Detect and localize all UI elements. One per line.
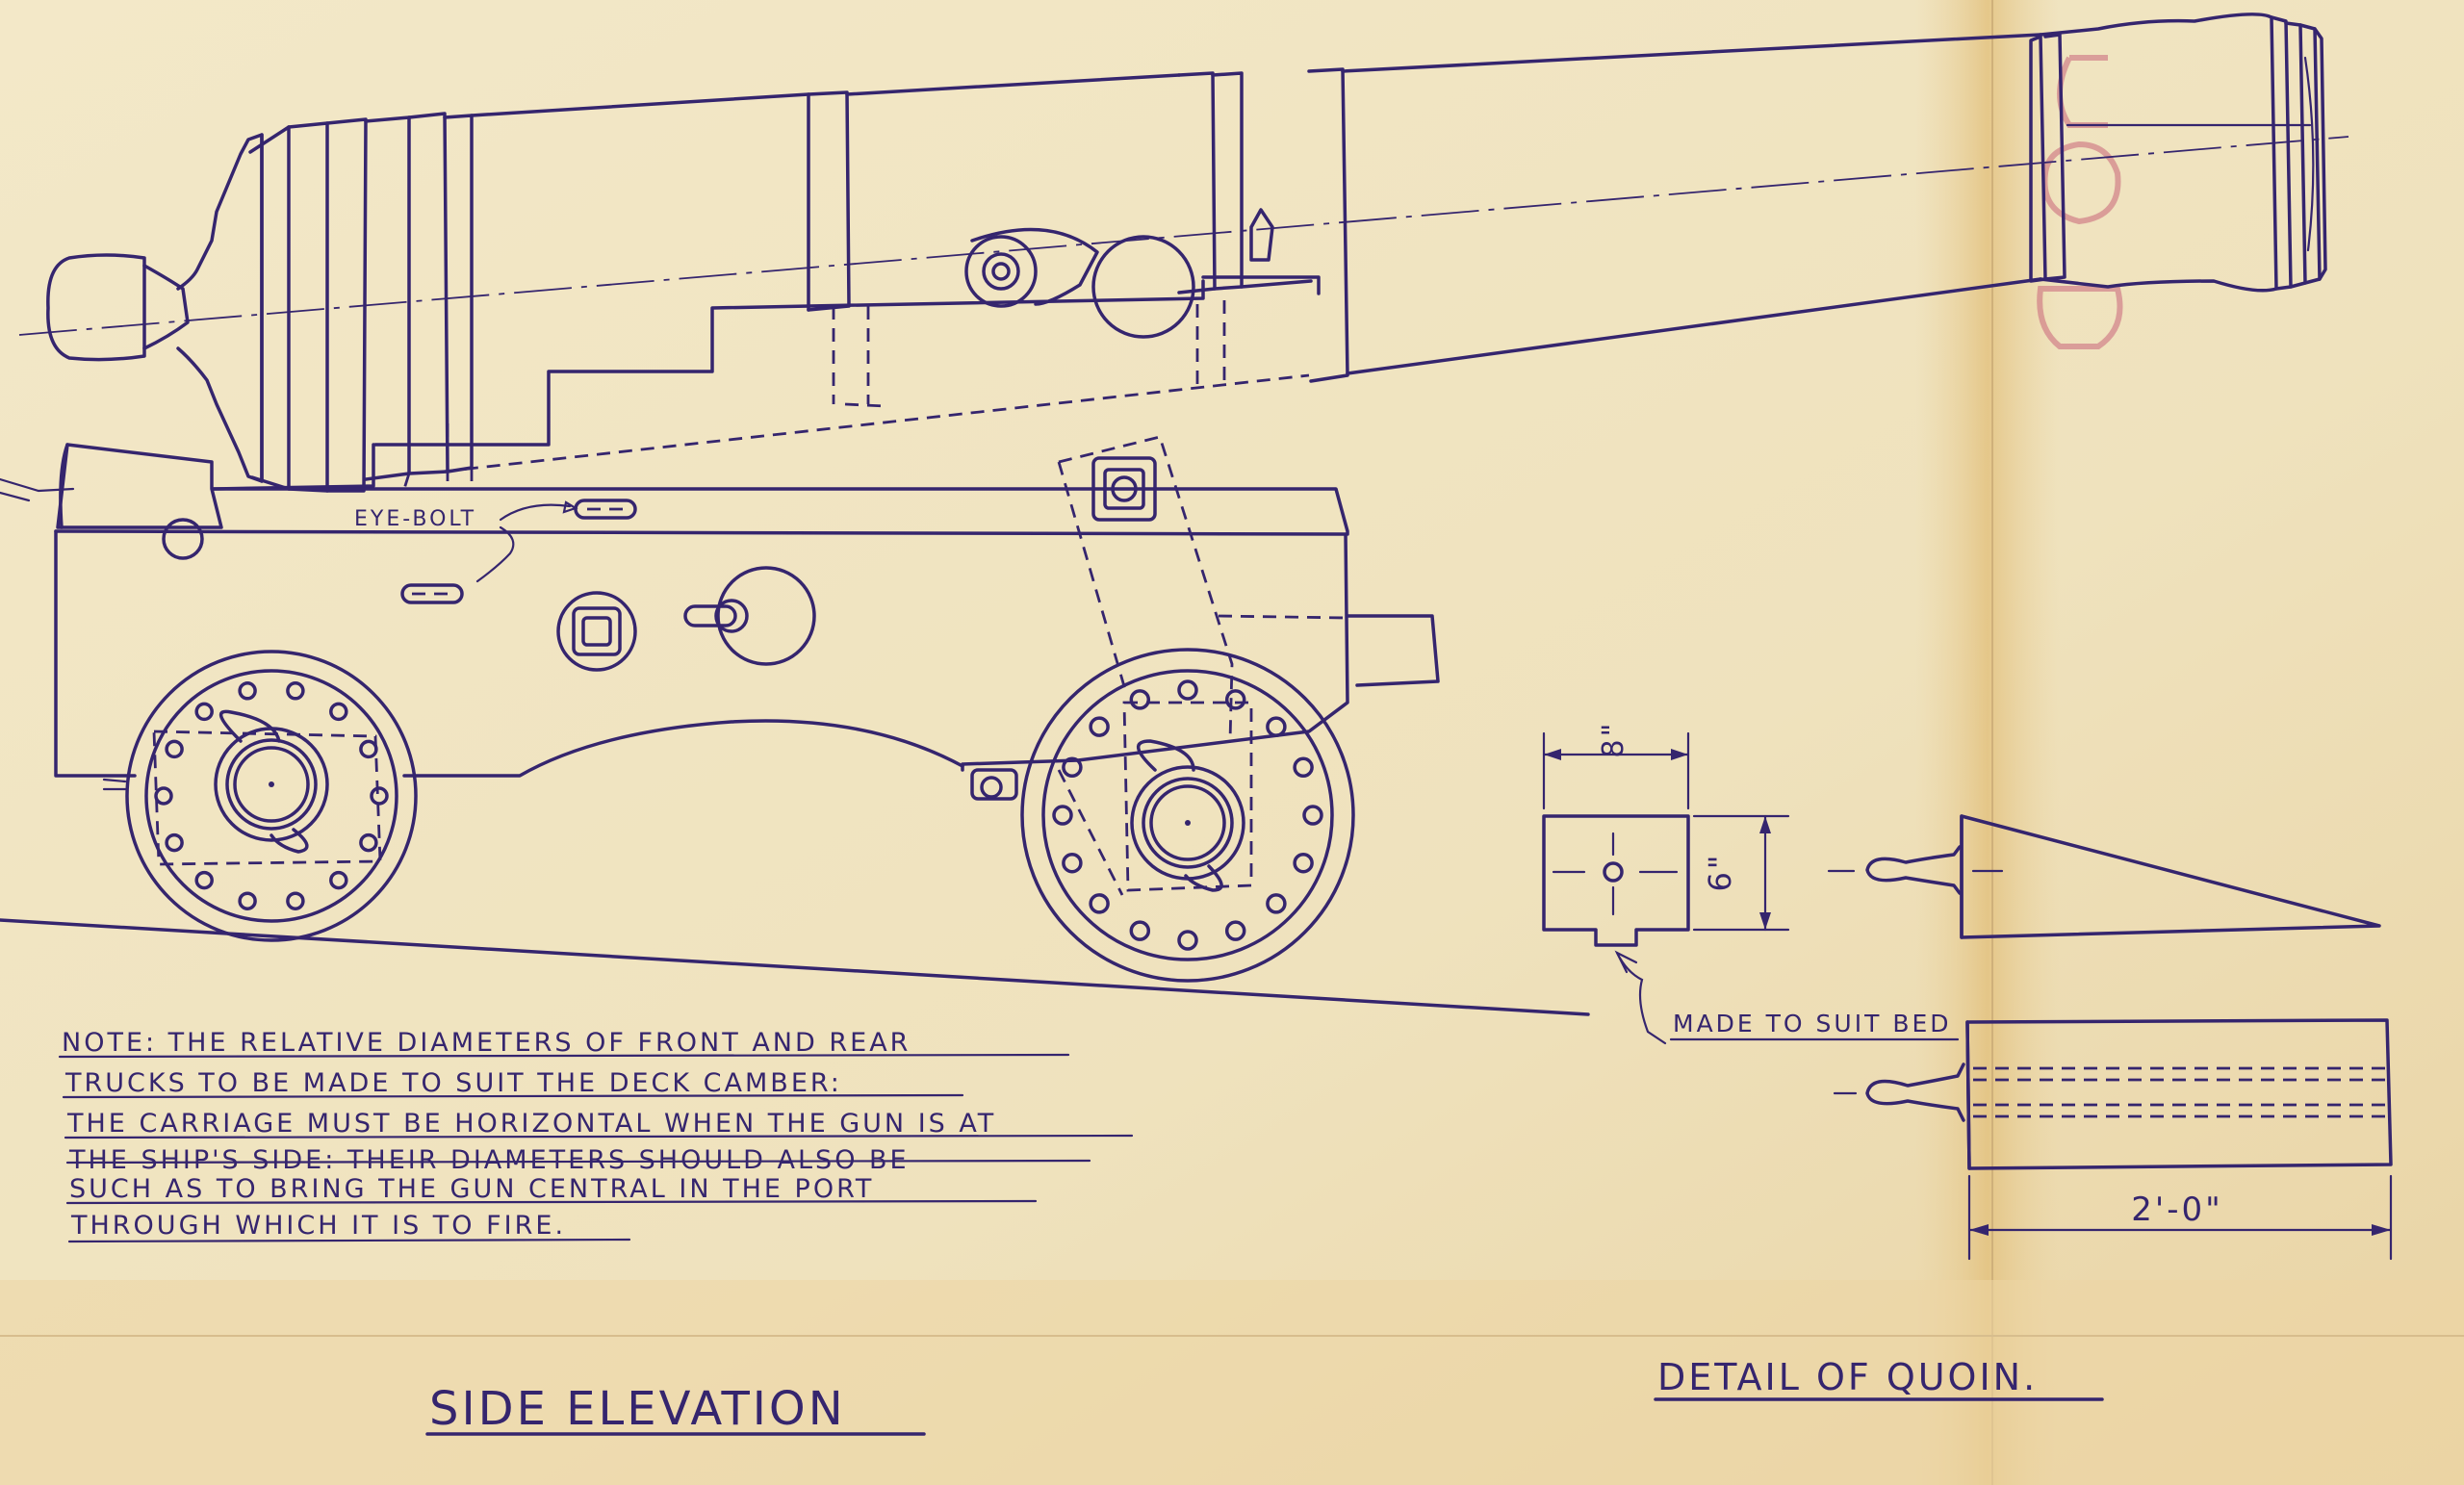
dim-width-label: 8" <box>1597 721 1630 758</box>
wheel-bolt-front <box>1089 893 1110 914</box>
wheel-bolt-rear <box>329 702 348 722</box>
note-line-5: SUCH AS TO BRING THE GUN CENTRAL IN THE … <box>69 1174 874 1204</box>
wheel-bolt-front <box>1129 689 1151 710</box>
quoin-end-view <box>1542 814 1690 947</box>
note-block: NOTE: THE RELATIVE DIAMETERS OF FRONT AN… <box>62 1028 996 1241</box>
wheel-bolt-front <box>1129 920 1151 941</box>
dim-height-label: 6" <box>1702 852 1738 891</box>
wheel-bolt-rear <box>238 681 257 701</box>
fold-horizontal <box>0 1280 2464 1485</box>
wheel-bolt-front <box>1062 852 1083 874</box>
truck-wheel-rear <box>102 650 418 942</box>
wheel-bolt-rear <box>286 891 305 910</box>
wheel-bolt-front <box>1266 893 1287 914</box>
wheel-bolt-rear <box>359 832 378 853</box>
deck-line <box>0 918 1590 1016</box>
cannon-side-elevation <box>18 13 2349 493</box>
wheel-bolt-front <box>1052 805 1073 826</box>
wheel-bolt-front <box>1177 679 1198 701</box>
wheel-bolt-rear <box>329 870 348 890</box>
note-line-1: NOTE: THE RELATIVE DIAMETERS OF FRONT AN… <box>62 1028 911 1058</box>
wheel-bolt-rear <box>286 681 305 701</box>
note-line-3: THE CARRIAGE MUST BE HORIZONTAL WHEN THE… <box>66 1109 996 1139</box>
wheel-bolt-front <box>1062 756 1083 779</box>
note-underlines <box>58 1053 1134 1243</box>
trunnion <box>964 208 1321 339</box>
wheel-bolt-rear <box>165 739 184 759</box>
wheel-bolt-rear <box>165 832 184 853</box>
quoin-detail: 8" 6" MADE TO SUIT BED 2'-0" <box>1542 721 2393 1261</box>
square-plate-left <box>556 591 637 672</box>
detail-of-quoin-title: DETAIL OF QUOIN. <box>1657 1356 2038 1398</box>
ring-bolt <box>683 566 816 666</box>
wheel-bolt-front <box>1293 756 1314 779</box>
breech-rings <box>248 112 474 493</box>
wheel-bolt-rear <box>359 739 378 759</box>
wheel-bolt-front <box>1293 852 1314 874</box>
wheel-bolt-front <box>1224 920 1246 941</box>
wheel-bolt-front <box>1224 689 1246 710</box>
note-line-2: TRUCKS TO BE MADE TO SUIT THE DECK CAMBE… <box>64 1068 842 1098</box>
wheel-bolts <box>154 679 1323 951</box>
wheel-bolt-rear <box>370 786 389 806</box>
note-line-4: THE SHIP'S SIDE: THEIR DIAMETERS SHOULD … <box>68 1145 910 1175</box>
made-to-suit-label: MADE TO SUIT BED <box>1673 1010 1952 1037</box>
wheel-bolt-rear <box>238 891 257 910</box>
wheel-bolt-front <box>1177 930 1198 951</box>
dim-length-label: 2'-0" <box>2131 1191 2223 1229</box>
gun-carriage <box>0 279 1440 983</box>
wheel-bolt-rear <box>194 702 214 722</box>
muzzle-swell <box>2029 13 2327 293</box>
wheel-bolt-front <box>1266 716 1287 737</box>
eye-bolt-label: EYE-BOLT <box>354 507 476 531</box>
eye-bolt-lower <box>400 583 464 604</box>
elevating-screw-block <box>1057 435 1348 742</box>
truck-wheel-front <box>1020 648 1355 983</box>
side-elevation-title: SIDE ELEVATION <box>429 1382 846 1436</box>
wheel-bolt-front <box>1302 805 1323 826</box>
wheel-bolt-rear <box>194 870 214 890</box>
fold-vertical <box>1915 0 2060 1485</box>
eye-bolt-leader-upper <box>499 503 572 522</box>
wheel-bolt-front <box>1089 716 1110 737</box>
note-line-6: THROUGH WHICH IT IS TO FIRE. <box>70 1211 566 1241</box>
eye-bolt-leader-lower <box>475 525 515 583</box>
wheel-bolt-rear <box>154 786 173 806</box>
